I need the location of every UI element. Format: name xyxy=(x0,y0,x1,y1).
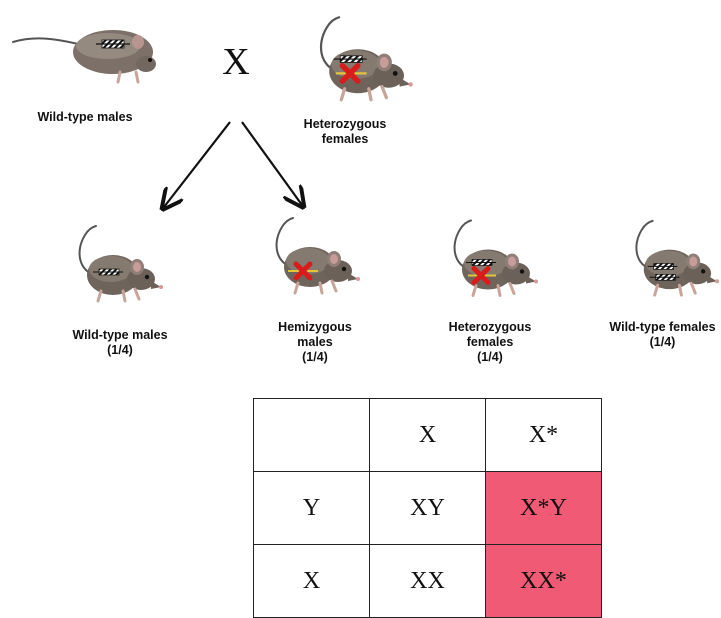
punnett-cell: XX xyxy=(369,544,486,618)
offspring-label-line2: females xyxy=(466,335,514,349)
mutant-x-chromosome-icon xyxy=(293,261,313,281)
offspring-wildtype-female-mouse xyxy=(622,210,721,305)
punnett-header-cell: X* xyxy=(485,398,602,472)
punnett-corner-cell xyxy=(253,398,370,472)
punnett-row-header-cell: Y xyxy=(253,471,370,545)
offspring-label-wildtype-male: Wild-type males (1/4) xyxy=(40,328,200,358)
punnett-cell-highlighted: X*Y xyxy=(485,471,602,545)
offspring-label-line3: (1/4) xyxy=(302,350,328,364)
punnett-header-cell: X xyxy=(369,398,486,472)
punnett-cell: XY xyxy=(369,471,486,545)
offspring-label-heterozygous-female: Heterozygous females (1/4) xyxy=(430,320,550,365)
offspring-label-line3: (1/4) xyxy=(107,343,133,357)
arrow-right xyxy=(241,121,302,205)
mutant-x-chromosome-icon xyxy=(339,62,361,84)
offspring-label-line1: Wild-type females xyxy=(609,320,716,334)
parent-female-label-line1: Heterozygous xyxy=(303,117,387,131)
parent-female-mouse xyxy=(305,8,415,108)
punnett-row: Y XY X*Y xyxy=(253,471,602,545)
punnett-header-row: X X* xyxy=(253,398,602,472)
parent-male-label: Wild-type males xyxy=(37,110,133,124)
offspring-label-line1: Hemizygous xyxy=(278,320,352,334)
offspring-hemizygous-male-mouse xyxy=(262,205,362,305)
punnett-row: X XX XX* xyxy=(253,544,602,618)
offspring-label-wildtype-female: Wild-type females (1/4) xyxy=(604,320,721,350)
offspring-label-line3: (1/4) xyxy=(649,335,676,349)
offspring-label-line3: (1/4) xyxy=(477,350,503,364)
offspring-label-hemizygous-male: Hemizygous males (1/4) xyxy=(255,320,375,365)
arrow-left xyxy=(164,121,231,207)
punnett-square: X X* Y XY X*Y X XX XX* xyxy=(253,398,602,618)
parent-female-label-line2: females xyxy=(321,132,369,146)
parent-male-mouse xyxy=(12,30,156,84)
offspring-label-line1: Wild-type males xyxy=(72,328,168,342)
punnett-cell-highlighted: XX* xyxy=(485,544,602,618)
offspring-heterozygous-female-mouse xyxy=(440,210,540,305)
cross-symbol: X xyxy=(222,41,250,83)
offspring-label-line2: males xyxy=(297,335,333,349)
punnett-row-header-cell: X xyxy=(253,544,370,618)
mutant-x-chromosome-icon xyxy=(471,266,491,285)
offspring-label-line1: Heterozygous xyxy=(448,320,532,334)
parent-female-label: Heterozygous females xyxy=(290,117,400,147)
offspring-wildtype-male-mouse xyxy=(65,218,165,308)
